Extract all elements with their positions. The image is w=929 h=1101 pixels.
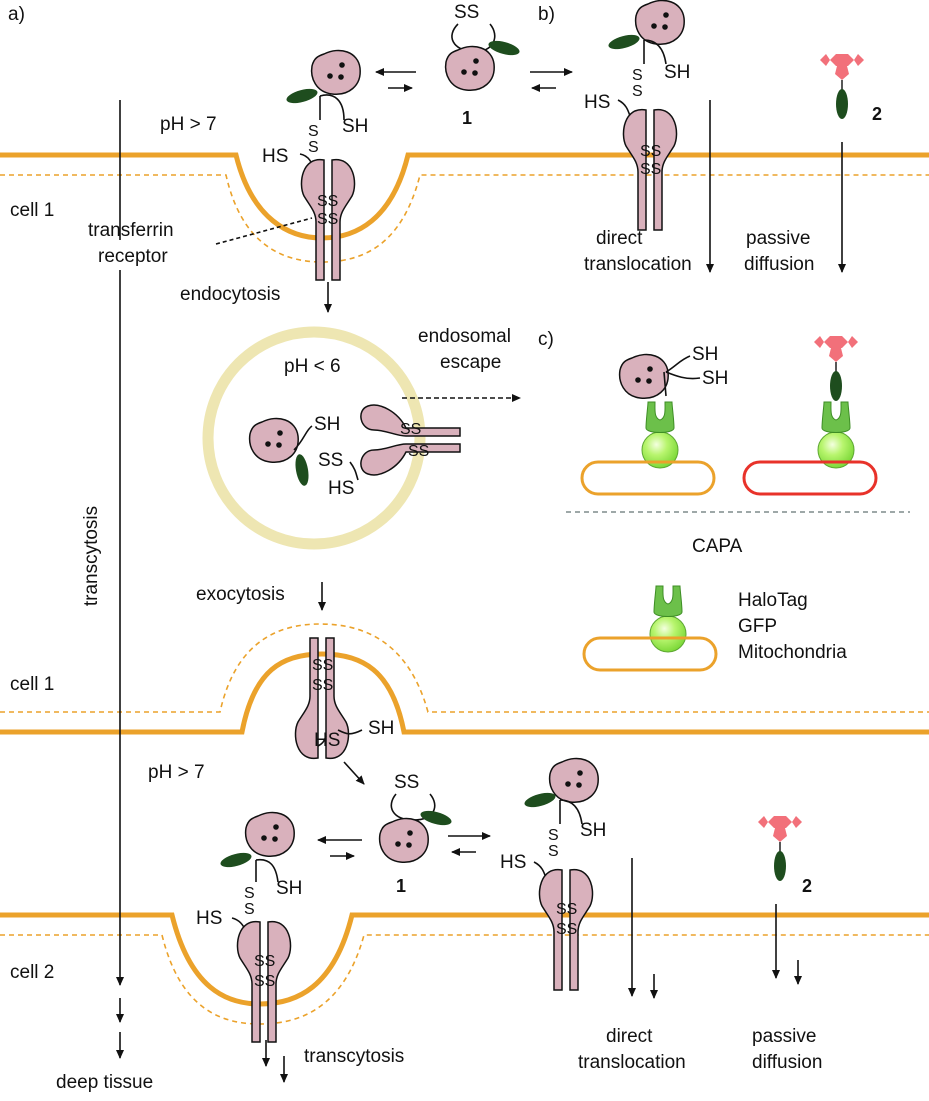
sh-label: SH xyxy=(342,116,368,137)
compound-1-label-bottom: 1 xyxy=(396,876,406,896)
sh-label: SH xyxy=(664,62,690,83)
legend-halotag-gfp xyxy=(649,585,687,653)
compound-2-bottom xyxy=(757,815,803,882)
cell-1-label-top: cell 1 xyxy=(10,200,54,221)
cell-2-label: cell 2 xyxy=(10,962,54,983)
s-label: S xyxy=(548,843,559,860)
translocation-label-top: translocation xyxy=(584,254,692,275)
endosome xyxy=(202,326,426,550)
ss-label: SS xyxy=(640,143,661,160)
membrane-middle xyxy=(0,623,929,735)
transcytosis-label: transcytosis xyxy=(81,506,102,606)
direct-label-bottom: direct xyxy=(606,1026,653,1047)
ph-gt7-label-top: pH > 7 xyxy=(160,114,217,135)
endosome-contents: SH SS HS SS SS xyxy=(248,404,461,499)
capa-cargo-probe: SH SH xyxy=(580,344,728,496)
s-label: S xyxy=(548,827,559,844)
panel-b-label: b) xyxy=(538,4,555,25)
s-label: S xyxy=(632,83,643,100)
compound-1-bottom: SS 1 xyxy=(378,772,454,896)
panel-c-label: c) xyxy=(538,329,554,350)
translocation-label-bottom: translocation xyxy=(578,1052,686,1073)
direct-translocation-bottom: S S SH HS SS SS xyxy=(500,757,606,991)
diffusion-label-top: diffusion xyxy=(744,254,814,275)
ss-label: SS xyxy=(394,772,419,793)
capa-drug-probe xyxy=(742,335,878,496)
ss-label: SS xyxy=(312,657,333,674)
s-label: S xyxy=(308,123,319,140)
direct-label-top: direct xyxy=(596,228,643,249)
ss-label: SS xyxy=(317,211,338,228)
endocytosis-label: endocytosis xyxy=(180,284,280,305)
capa-label: CAPA xyxy=(692,536,743,557)
compound-2-label-top: 2 xyxy=(872,104,882,124)
compound-1-label: 1 xyxy=(462,108,472,128)
halotag-label: HaloTag xyxy=(738,590,808,611)
transferrin-label: transferrin xyxy=(88,220,174,241)
sh-label: SH xyxy=(580,820,606,841)
hs-label: HS xyxy=(584,92,610,113)
deep-tissue-label: deep tissue xyxy=(56,1072,153,1093)
diffusion-label-bottom: diffusion xyxy=(752,1052,822,1073)
s-label: S xyxy=(632,67,643,84)
bound-conjugate-bottom: S S SH HS SS SS xyxy=(196,811,302,1043)
mitochondrion-orange xyxy=(580,460,716,496)
hs-label: HS xyxy=(328,478,354,499)
panel-a-label: a) xyxy=(8,4,25,25)
receptor-label: receptor xyxy=(98,246,168,267)
compound-2-label-bottom: 2 xyxy=(802,876,812,896)
ss-label: SS xyxy=(400,421,421,438)
exocytosis-label: exocytosis xyxy=(196,584,285,605)
mitochondria-label: Mitochondria xyxy=(738,642,847,663)
sh-label: SH xyxy=(692,344,718,365)
escape-label: escape xyxy=(440,352,501,373)
ss-label: SS xyxy=(556,901,577,918)
compound-2-top xyxy=(819,53,865,120)
s-label: S xyxy=(244,901,255,918)
bound-conjugate-top: S S SH HS SS SS xyxy=(262,49,368,281)
membrane-bottom xyxy=(0,912,929,1025)
sh-label: SH xyxy=(368,718,394,739)
s-label: S xyxy=(244,885,255,902)
receptor-pointer xyxy=(215,217,313,245)
endosomal-label: endosomal xyxy=(418,326,511,347)
ss-label: SS xyxy=(454,2,479,23)
hs-label: HS xyxy=(196,908,222,929)
s-label: S xyxy=(308,139,319,156)
release-arrow xyxy=(343,761,365,785)
hs-label: HS xyxy=(314,730,340,751)
ss-label: SS xyxy=(317,193,338,210)
ss-label: SS xyxy=(556,921,577,938)
direct-translocation-top: S S SH HS SS SS xyxy=(584,0,690,231)
ss-label: SS xyxy=(640,161,661,178)
ss-label: SS xyxy=(318,450,343,471)
sh-label: SH xyxy=(314,414,340,435)
ph-lt6-label: pH < 6 xyxy=(284,356,341,377)
cell-1-label-middle: cell 1 xyxy=(10,674,54,695)
ss-label: SS xyxy=(312,677,333,694)
ss-label: SS xyxy=(254,973,275,990)
transcytosis-label-bottom: transcytosis xyxy=(304,1046,404,1067)
passive-label-bottom: passive xyxy=(752,1026,816,1047)
passive-label-top: passive xyxy=(746,228,810,249)
ph-gt7-label-bottom: pH > 7 xyxy=(148,762,205,783)
legend-mitochondrion xyxy=(582,636,718,672)
sh-label: SH xyxy=(276,878,302,899)
hs-label: HS xyxy=(262,146,288,167)
compound-1-top: SS 1 xyxy=(444,2,522,128)
mitochondrion-red xyxy=(742,460,878,496)
sh-label: SH xyxy=(702,368,728,389)
hs-label: HS xyxy=(500,852,526,873)
ss-label: SS xyxy=(408,443,429,460)
ss-label: SS xyxy=(254,953,275,970)
exocytosed-receptor: SS SS SH HS xyxy=(294,637,394,760)
gfp-label: GFP xyxy=(738,616,777,637)
